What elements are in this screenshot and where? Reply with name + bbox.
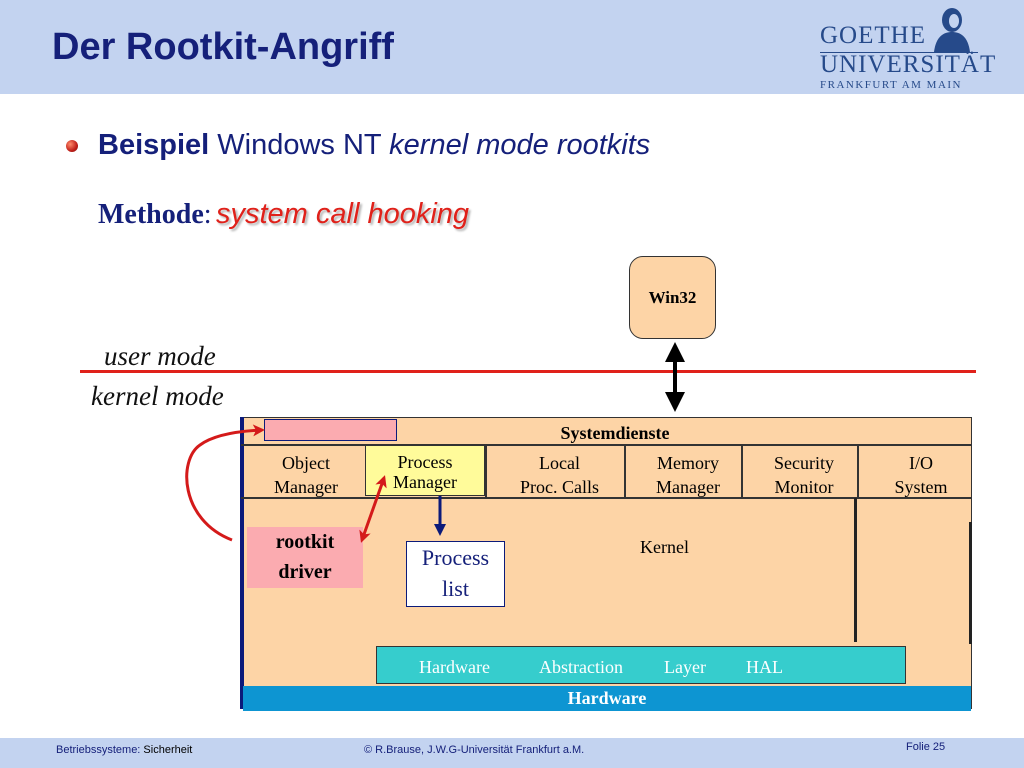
- bullet-normal: Windows NT: [209, 129, 390, 161]
- footer-copyright: © R.Brause, J.W.G-Universität Frankfurt …: [364, 744, 585, 756]
- process-list-line2: list: [442, 576, 469, 601]
- security-monitor-line2: Monitor: [774, 477, 834, 497]
- method-value: system call hooking: [216, 198, 470, 230]
- kernel-box-left-edge: [240, 417, 244, 709]
- memory-manager-line1: Memory: [657, 453, 719, 473]
- hal-word-4: HAL: [746, 657, 783, 677]
- object-manager-line2: Manager: [274, 477, 338, 497]
- cell-divider: [741, 444, 743, 498]
- kernel-region-right-edge: [969, 522, 972, 644]
- footer-course: Betriebssysteme: Sicherheit: [56, 744, 192, 756]
- services-divider: [241, 444, 972, 446]
- rootkit-line2: driver: [278, 561, 332, 583]
- logo-goethe: GOETHE: [820, 22, 926, 49]
- memory-manager-cell: Memory Manager: [628, 451, 748, 499]
- process-manager-cell: Process Manager: [365, 445, 485, 496]
- win32-kernel-double-arrow: [665, 342, 685, 412]
- logo-universitaet: UNIVERSITÄT: [820, 51, 997, 78]
- hal-word-1: Hardware: [419, 657, 490, 677]
- process-manager-line2: Manager: [393, 472, 457, 492]
- footer-topic: Sicherheit: [143, 744, 193, 756]
- goethe-portrait-icon: [934, 8, 970, 52]
- cell-divider: [857, 444, 859, 498]
- io-system-line2: System: [894, 477, 948, 497]
- bullet-text: Beispiel Windows NT kernel mode rootkits: [98, 129, 650, 162]
- hal-box: Hardware Abstraction Layer HAL: [376, 646, 906, 684]
- hardware-bar: Hardware: [243, 686, 971, 711]
- security-monitor-line1: Security: [774, 453, 834, 473]
- cell-divider: [624, 444, 626, 498]
- rootkit-driver-box: rootkit driver: [247, 527, 363, 588]
- hal-word-3: Layer: [664, 657, 706, 677]
- method-colon: :: [203, 199, 212, 230]
- kernel-label: Kernel: [640, 537, 689, 557]
- footer-folio: Folie 25: [906, 741, 946, 753]
- mode-boundary-line: [80, 370, 976, 373]
- hal-word-2: Abstraction: [539, 657, 623, 677]
- services-bottom-divider: [241, 497, 972, 499]
- local-proc-calls-cell: Local Proc. Calls: [492, 451, 627, 499]
- local-proc-calls-line1: Local: [539, 453, 580, 473]
- bullet-italic: kernel mode rootkits: [389, 129, 651, 161]
- logo-frankfurt: FRANKFURT AM MAIN: [820, 79, 962, 91]
- kernel-region-divider: [854, 498, 857, 642]
- method-label: Methode: [98, 199, 204, 230]
- kernel-mode-label: kernel mode: [91, 381, 224, 411]
- local-proc-calls-line2: Proc. Calls: [520, 477, 599, 497]
- security-monitor-cell: Security Monitor: [744, 451, 864, 499]
- process-manager-line1: Process: [397, 452, 453, 472]
- footer-bar: Betriebssysteme: Sicherheit © R.Brause, …: [0, 738, 1024, 768]
- rootkit-line1: rootkit: [275, 531, 335, 553]
- page-title: Der Rootkit-Angriff: [52, 26, 394, 68]
- cell-divider: [485, 444, 487, 498]
- footer-course-name: Betriebssysteme:: [56, 744, 144, 756]
- systemdienste-label: Systemdienste: [560, 423, 670, 443]
- process-list-box: Process list: [406, 541, 505, 607]
- io-system-line1: I/O: [909, 453, 933, 473]
- memory-manager-line2: Manager: [656, 477, 720, 497]
- hooked-service-table: [264, 419, 397, 441]
- object-manager-cell: Object Manager: [246, 451, 366, 499]
- user-mode-label: user mode: [104, 341, 216, 371]
- logo-rule: [820, 52, 978, 53]
- header-bar: Der Rootkit-Angriff GOETHE UNIVERSITÄT F…: [0, 0, 1024, 94]
- io-system-cell: I/O System: [862, 451, 980, 499]
- bullet-icon: [66, 140, 78, 152]
- process-list-line1: Process: [421, 545, 490, 570]
- method-line: Methode: system call hooking: [98, 198, 469, 231]
- object-manager-line1: Object: [282, 453, 330, 473]
- bullet-bold: Beispiel: [98, 129, 210, 161]
- university-logo: GOETHE UNIVERSITÄT FRANKFURT AM MAIN: [812, 6, 1012, 91]
- win32-box: Win32: [629, 256, 716, 339]
